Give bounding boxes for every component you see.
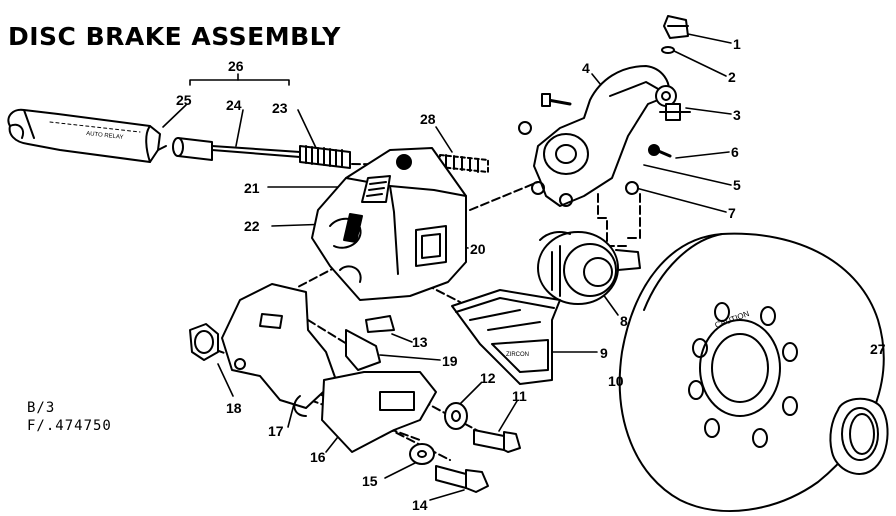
bushing [829,397,889,475]
callout-1: 1 [733,36,741,52]
actuating-lever [518,15,691,207]
callout-14: 14 [412,497,428,513]
callout-13: 13 [412,334,428,350]
callout-numbers: 1 2 3 4 5 6 7 8 9 10 11 12 13 14 15 16 1… [176,36,886,513]
adjuster-and-spring [172,137,489,173]
callout-18: 18 [226,400,242,416]
reference-line-2: F/.474750 [27,418,112,434]
callout-23: 23 [272,100,288,116]
callout-20: 20 [470,241,486,257]
callout-19: 19 [442,353,458,369]
backing-plates [221,283,437,453]
actuator-cam [537,231,641,305]
reference-line-1: B/3 [27,400,56,416]
callout-9: 9 [600,345,608,361]
bolts-and-washers [409,402,521,493]
callout-17: 17 [268,423,284,439]
callout-2: 2 [728,69,736,85]
diagram-title: DISC BRAKE ASSEMBLY [8,22,341,51]
callout-3: 3 [733,107,741,123]
callout-24: 24 [226,97,242,113]
callout-12: 12 [480,370,496,386]
reference-code: B/3 F/.474750 [27,399,112,435]
caliper-body [311,147,467,301]
brake-disc: CAUTION [618,232,885,512]
callout-25: 25 [176,92,192,108]
callout-15: 15 [362,473,378,489]
callout-27: 27 [870,341,886,357]
callout-7: 7 [728,205,736,221]
callout-8: 8 [620,313,628,329]
callout-21: 21 [244,180,260,196]
callout-5: 5 [733,177,741,193]
callout-26: 26 [228,58,244,74]
cable-housing-marking: AUTO RELAY [86,131,124,141]
callout-28: 28 [420,111,436,127]
callout-11: 11 [512,388,527,404]
callout-6: 6 [731,144,739,160]
callout-22: 22 [244,218,260,234]
brake-pad: ZIRCON [451,289,561,385]
callout-4: 4 [582,60,590,76]
brake-pad-marking: ZIRCON [506,352,529,358]
callout-10: 10 [608,373,624,389]
callout-16: 16 [310,449,326,465]
hex-nut [189,323,219,361]
cable-housing: AUTO RELAY [7,108,167,163]
